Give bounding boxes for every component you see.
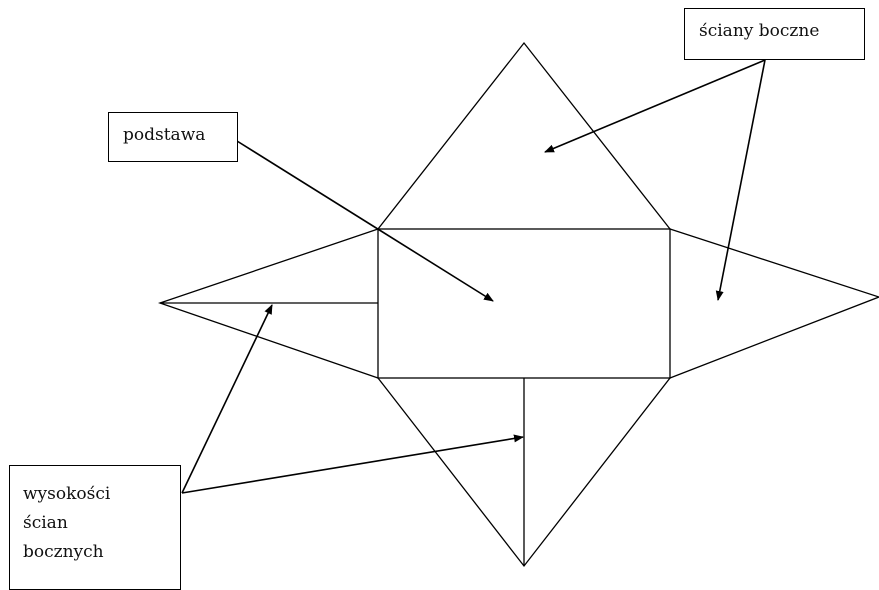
face-heights-label: wysokości ścian bocznych xyxy=(9,465,181,590)
face-heights-label-line-3: bocznych xyxy=(23,542,104,562)
side-face-arrow-right xyxy=(715,59,766,301)
base-arrow xyxy=(236,140,494,302)
height-arrow-bottom xyxy=(181,434,524,494)
base-label: podstawa xyxy=(108,112,238,162)
top-side-face xyxy=(377,41,671,230)
base-rectangle xyxy=(377,228,671,379)
side-faces-label: ściany boczne xyxy=(684,8,865,60)
face-heights-label-line-1: wysokości xyxy=(23,484,111,504)
height-arrow-left xyxy=(181,304,273,494)
face-heights-label-line-2: ścian xyxy=(23,513,68,533)
right-side-face xyxy=(669,228,879,379)
side-face-arrow-top xyxy=(544,59,766,153)
